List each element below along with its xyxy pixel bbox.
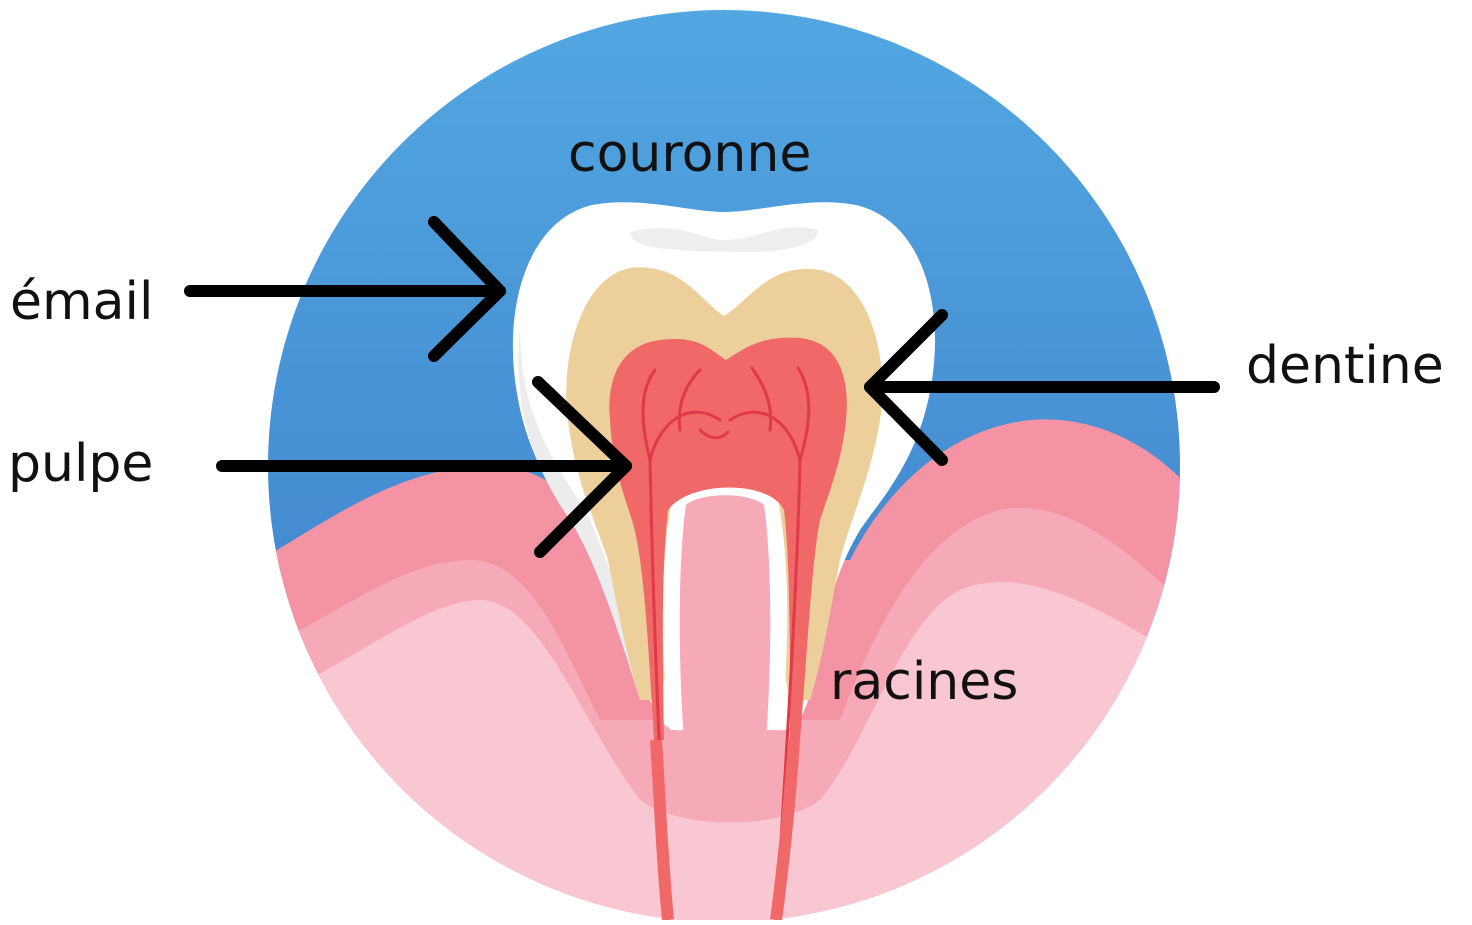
root-inner-core — [680, 495, 771, 740]
label-crown: couronne — [568, 128, 811, 180]
label-roots: racines — [830, 656, 1018, 708]
label-enamel: émail — [10, 276, 153, 328]
label-pulp: pulpe — [8, 438, 153, 490]
label-dentin: dentine — [1246, 340, 1444, 392]
